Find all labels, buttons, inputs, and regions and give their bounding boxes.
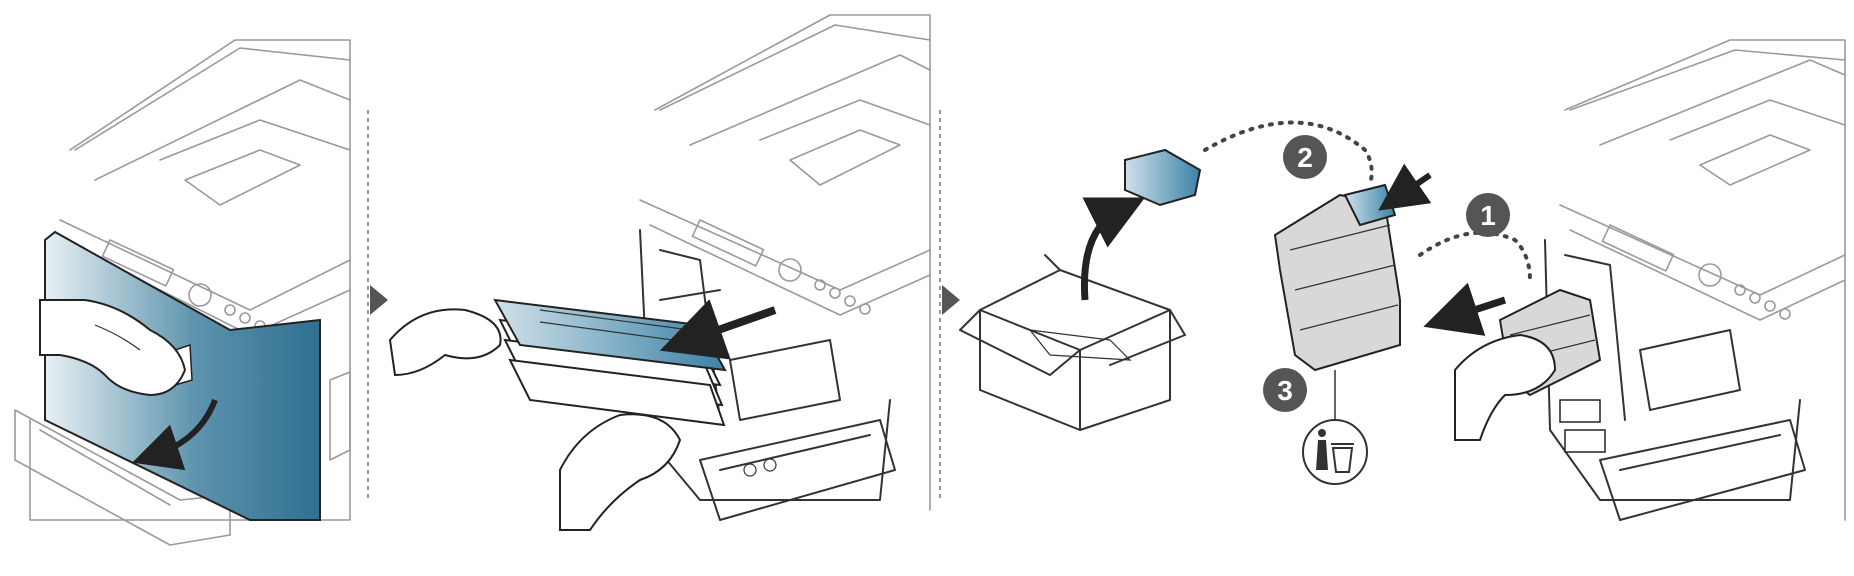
step-badge-1-label: 1 (1480, 200, 1496, 231)
separator-1 (367, 110, 388, 500)
trash-disposal-icon (1302, 419, 1368, 485)
hand-2-left (388, 308, 502, 377)
separator-2 (939, 110, 960, 500)
insert-cap-arrow (1378, 163, 1432, 211)
printer-body-faded (14, 39, 351, 546)
printer-body-faded-2 (639, 14, 931, 511)
hand-4 (1454, 333, 1557, 441)
waste-toner-container (1273, 183, 1401, 372)
open-door-arrow (132, 398, 218, 471)
step-badge-3-label: 3 (1277, 375, 1293, 406)
panel-1-open-front-door (14, 39, 351, 546)
hand-2-right (559, 413, 682, 531)
lift-arrow (1080, 197, 1146, 301)
step-badge-1: 1 (1466, 193, 1510, 237)
printer-interior-4 (1544, 239, 1806, 521)
packaging-box (959, 254, 1186, 431)
cap-part (1124, 148, 1202, 207)
printer-body-faded-4 (1559, 39, 1846, 521)
panel-3-replace-waste-container (959, 120, 1432, 485)
step-badge-3: 3 (1263, 368, 1307, 412)
toner-cartridges (493, 298, 727, 427)
dotted-path-1 (1418, 230, 1532, 282)
dotted-path-2 (1203, 120, 1374, 187)
step-badge-2: 2 (1283, 135, 1327, 179)
next-step-arrow-1 (370, 285, 388, 315)
panel-2-remove-cartridges (388, 14, 931, 531)
pull-out-arrow (659, 299, 777, 360)
hand-1 (39, 299, 187, 397)
next-step-arrow-2 (942, 285, 960, 315)
remove-container-arrow (1423, 282, 1507, 336)
step-badge-2-label: 2 (1297, 142, 1313, 173)
panel-4-remove-waste-container (1418, 39, 1846, 521)
